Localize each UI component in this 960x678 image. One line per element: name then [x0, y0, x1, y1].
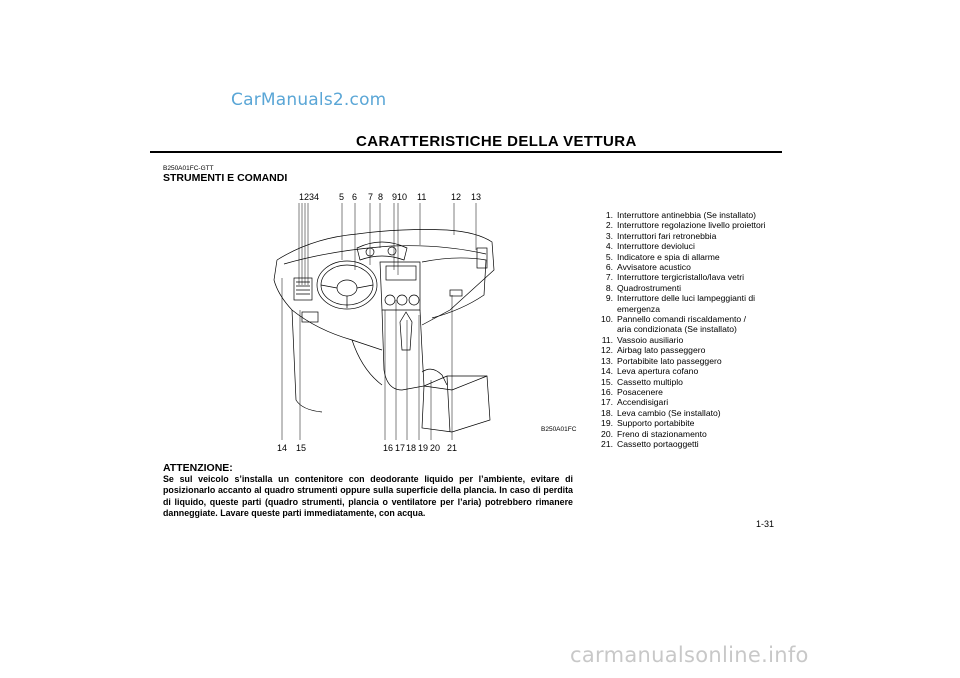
- attention-title: ATTENZIONE:: [163, 462, 233, 474]
- list-item: 1.Interruttore antinebbia (Se installato…: [605, 210, 757, 220]
- watermark-top: CarManuals2.com: [231, 90, 387, 110]
- callout-number: 18: [406, 443, 417, 453]
- legend-list: 1.Interruttore antinebbia (Se installato…: [594, 210, 794, 449]
- callout-number: 19: [418, 443, 429, 453]
- callout-number: 1234: [299, 192, 320, 202]
- callout-number: 21: [447, 443, 458, 453]
- list-item: emergenza: [617, 303, 660, 314]
- callout-number: 910: [392, 192, 408, 202]
- list-item: 14.Leva apertura cofano: [601, 366, 699, 377]
- list-item: 18.Leva cambio (Se installato): [601, 407, 721, 418]
- attention-body: Se sul veicolo s’installa un contenitore…: [163, 474, 573, 518]
- list-item: 4.Interruttore devioluci: [605, 241, 695, 252]
- callout-number: 11: [417, 192, 427, 202]
- list-item: 5.Indicatore e spia di allarme: [605, 251, 720, 262]
- list-item: 15.Cassetto multiplo: [601, 376, 683, 387]
- section-code: B250A01FC-GTT: [163, 165, 214, 172]
- list-item: 16.Posacenere: [601, 386, 663, 397]
- callout-number: 13: [471, 192, 482, 202]
- list-item: aria condizionata (Se installato): [617, 324, 737, 335]
- list-item: 20.Freno di stazionamento: [601, 428, 707, 439]
- callout-number: 17: [395, 443, 406, 453]
- watermark-bottom: carmanualsonline.info: [570, 643, 809, 667]
- list-item: 17.Accendisigari: [601, 397, 669, 408]
- callout-number: 15: [296, 443, 307, 453]
- callout-leader-lines: [281, 203, 477, 440]
- page-header-title: CARATTERISTICHE DELLA VETTURA: [356, 133, 637, 150]
- list-item: 2.Interruttore regolazione livello proie…: [605, 220, 766, 231]
- callout-number: 8: [378, 192, 384, 202]
- callout-number: 14: [277, 443, 288, 453]
- callout-number: 20: [430, 443, 441, 453]
- list-item: 19.Supporto portabibite: [601, 418, 695, 429]
- list-item: 11.Vassoio ausiliario: [601, 334, 684, 345]
- page-number: 1-31: [756, 519, 775, 529]
- list-item: 7.Interruttore tergicristallo/lava vetri: [605, 272, 745, 283]
- list-item: 6.Avvisatore acustico: [605, 262, 691, 273]
- section-title: STRUMENTI E COMANDI: [163, 172, 288, 184]
- callout-number: 7: [368, 192, 374, 202]
- callout-number: 16: [383, 443, 394, 453]
- header-rule: [150, 151, 782, 153]
- dashboard-illustration: [273, 203, 495, 440]
- callout-number: 5: [339, 192, 345, 202]
- list-item: 8.Quadrostrumenti: [605, 282, 682, 293]
- list-item: 21.Cassetto portaoggetti: [601, 438, 699, 449]
- list-item: 9.Interruttore delle luci lampeggianti d…: [605, 293, 756, 304]
- list-item: 12.Airbag lato passeggero: [601, 345, 706, 356]
- callout-number: 6: [352, 192, 358, 202]
- figure-code: B250A01FC: [541, 426, 577, 433]
- list-item: 10.Pannello comandi riscaldamento /: [601, 314, 746, 325]
- callout-number: 12: [451, 192, 462, 202]
- list-item: 3.Interruttori fari retronebbia: [605, 230, 717, 241]
- list-item: 13.Portabibite lato passeggero: [601, 355, 722, 366]
